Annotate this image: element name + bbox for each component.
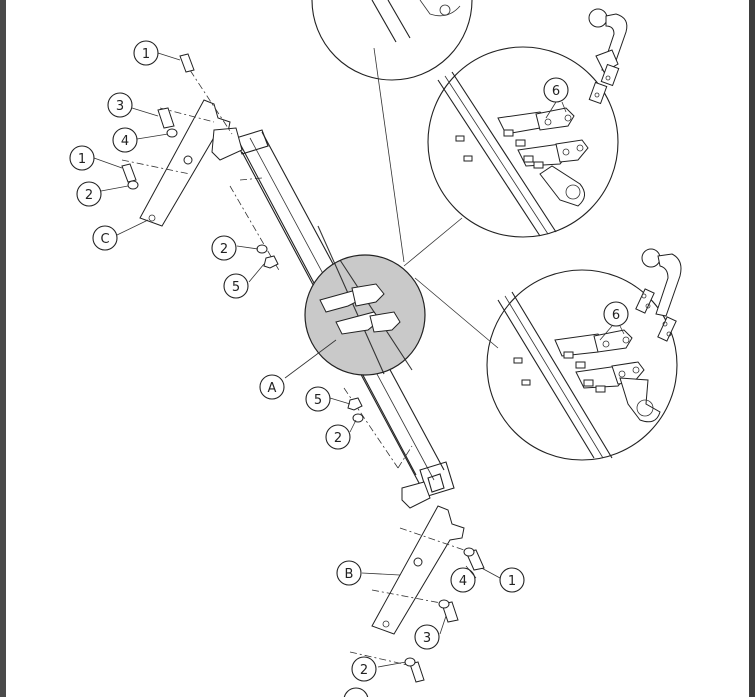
leader-to-middle-detail bbox=[403, 217, 463, 267]
viewer-frame-right bbox=[749, 0, 755, 697]
detail-view-lower bbox=[486, 269, 678, 461]
svg-text:6: 6 bbox=[552, 84, 560, 99]
svg-text:2: 2 bbox=[85, 188, 93, 203]
svg-text:2: 2 bbox=[220, 242, 228, 257]
drawing-page: 1 3 4 1 2 C 2 5 A 5 2 B 4 1 3 2 bbox=[6, 0, 749, 697]
svg-text:4: 4 bbox=[459, 574, 467, 589]
svg-text:4: 4 bbox=[121, 134, 129, 149]
callout-2-bottom: 2 bbox=[351, 656, 377, 682]
tow-ball-hook-upper bbox=[588, 8, 628, 105]
callout-5-low: 5 bbox=[305, 386, 331, 412]
callout-B: B bbox=[336, 560, 362, 586]
highlight-detail-circle bbox=[304, 225, 426, 376]
bolt-upper-1 bbox=[179, 53, 195, 73]
callout-4-top: 4 bbox=[112, 127, 138, 153]
side-bracket-B bbox=[349, 481, 485, 683]
center-fasteners bbox=[229, 177, 413, 469]
callout-2-top: 2 bbox=[76, 181, 102, 207]
svg-text:B: B bbox=[345, 567, 354, 582]
svg-text:5: 5 bbox=[232, 280, 240, 295]
svg-text:3: 3 bbox=[116, 99, 124, 114]
callout-3-bottom: 3 bbox=[414, 624, 440, 650]
callout-partial-bottom bbox=[343, 687, 369, 697]
callout-1-top: 1 bbox=[133, 40, 159, 66]
bolt-upper-mid-1 bbox=[121, 163, 137, 183]
callout-A: A bbox=[259, 374, 285, 400]
svg-text:2: 2 bbox=[360, 663, 368, 678]
svg-text:1: 1 bbox=[142, 47, 150, 62]
callout-1-bottom: 1 bbox=[499, 567, 525, 593]
leader-to-lower-detail bbox=[414, 277, 499, 349]
tow-ball-hook-lower bbox=[635, 248, 682, 342]
callout-5-center: 5 bbox=[223, 273, 249, 299]
svg-text:1: 1 bbox=[78, 152, 86, 167]
washer-upper-2 bbox=[127, 180, 139, 190]
svg-text:2: 2 bbox=[334, 431, 342, 446]
callout-1-mid: 1 bbox=[69, 145, 95, 171]
callout-4-bottom: 4 bbox=[450, 567, 476, 593]
side-bracket-C bbox=[121, 57, 243, 227]
svg-text:A: A bbox=[268, 381, 277, 396]
callout-C: C bbox=[92, 225, 118, 251]
svg-text:C: C bbox=[100, 232, 109, 247]
callout-2-low: 2 bbox=[325, 424, 351, 450]
svg-text:3: 3 bbox=[423, 631, 431, 646]
detail-view-middle bbox=[427, 46, 619, 238]
detail-view-top bbox=[311, 0, 473, 81]
callout-6-lower: 6 bbox=[599, 301, 629, 341]
callout-2-center: 2 bbox=[211, 235, 237, 261]
callout-6-upper: 6 bbox=[543, 77, 569, 119]
washer-upper-4 bbox=[166, 128, 178, 138]
leader-to-top-detail bbox=[373, 47, 405, 263]
callout-3-top: 3 bbox=[107, 92, 133, 118]
leader-lines bbox=[93, 52, 501, 668]
svg-text:5: 5 bbox=[314, 393, 322, 408]
viewer-frame-left bbox=[0, 0, 6, 697]
exploded-assembly-drawing: 1 3 4 1 2 C 2 5 A 5 2 B 4 1 3 2 bbox=[69, 0, 682, 697]
svg-text:6: 6 bbox=[612, 308, 620, 323]
bolt-upper-3 bbox=[157, 107, 175, 129]
svg-text:1: 1 bbox=[508, 574, 516, 589]
